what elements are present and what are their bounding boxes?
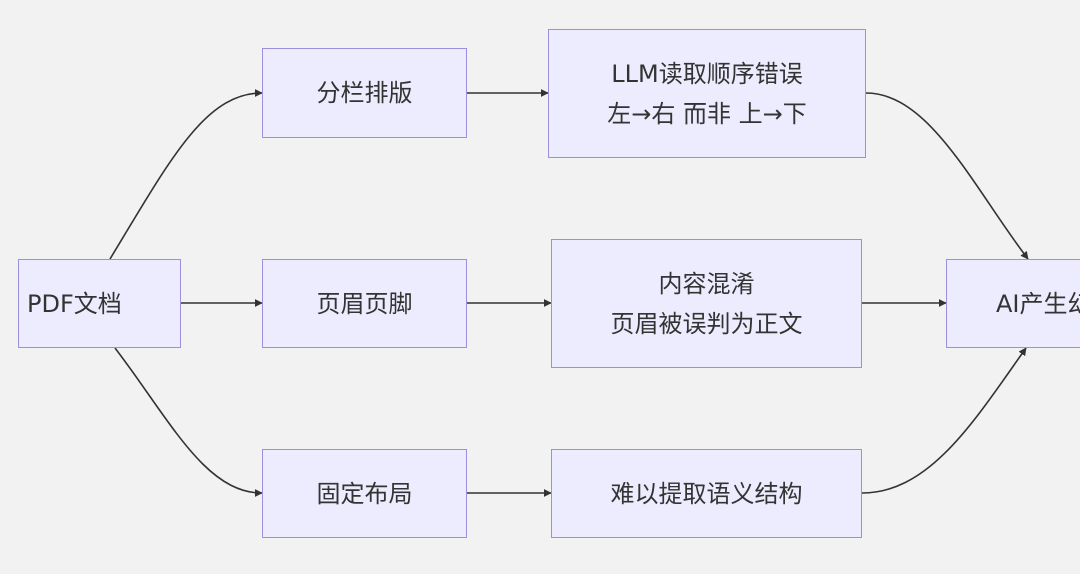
node-label: 难以提取语义结构 — [610, 479, 803, 508]
edge-pdf-to-multi-column — [109, 89, 263, 260]
node-label: 页眉页脚 — [316, 289, 413, 318]
node-multi-column-layout: 分栏排版 — [262, 48, 467, 138]
node-label-line-1: LLM读取顺序错误 — [611, 59, 803, 88]
node-label-line-2: 左→右 而非 上→下 — [607, 99, 807, 128]
node-content-confusion: 内容混淆 页眉被误判为正文 — [551, 239, 862, 368]
node-label: PDF文档 — [27, 289, 122, 318]
node-label: AI产生幻 — [996, 289, 1080, 318]
node-ai-output: AI产生幻 — [946, 259, 1080, 348]
edge-read-order-error-to-ai-output — [865, 92, 1029, 260]
node-fixed-layout: 固定布局 — [262, 449, 467, 538]
node-header-footer: 页眉页脚 — [262, 259, 467, 348]
node-label: 固定布局 — [316, 479, 413, 508]
node-pdf-document: PDF文档 — [18, 259, 181, 348]
node-label: 分栏排版 — [316, 79, 413, 107]
edge-semantic-difficulty-to-ai-output — [861, 347, 1027, 494]
edge-pdf-to-fixed-layout — [114, 347, 263, 497]
node-semantic-difficulty: 难以提取语义结构 — [551, 449, 862, 538]
node-read-order-error: LLM读取顺序错误 左→右 而非 上→下 — [548, 29, 866, 158]
node-label-line-1: 内容混淆 — [658, 269, 755, 298]
node-label-line-2: 页眉被误判为正文 — [610, 309, 803, 338]
